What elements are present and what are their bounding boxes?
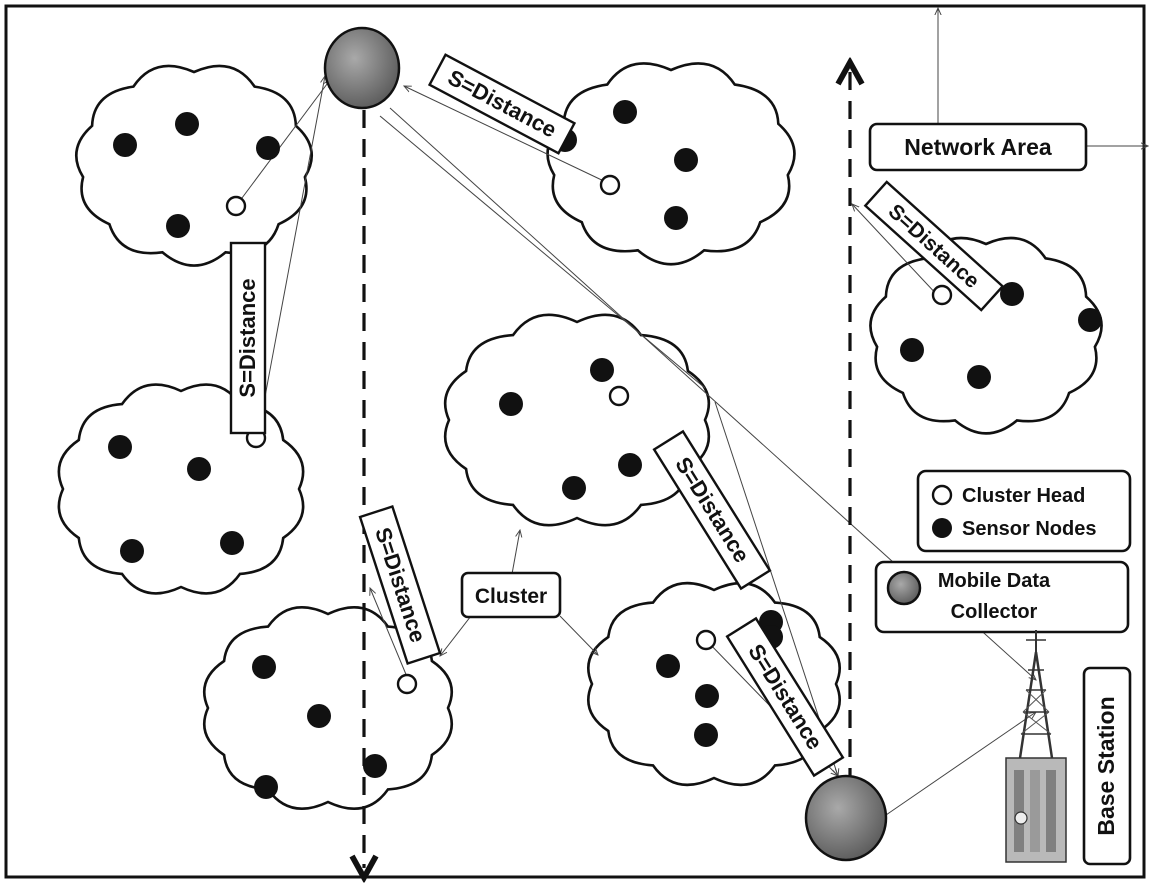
legend-collector-line1: Mobile Data — [938, 570, 1051, 592]
base-station-text: Base Station — [1093, 696, 1119, 835]
sensor-node-icon — [967, 365, 991, 389]
distance-label: S=Distance — [652, 429, 772, 591]
sensor-node-icon — [175, 112, 199, 136]
sensor-node-icon — [254, 775, 278, 799]
sensor-node-icon — [618, 453, 642, 477]
distance-label: S=Distance — [229, 241, 267, 435]
cluster-clouds — [57, 62, 1103, 810]
distance-label-text: S=Distance — [444, 65, 561, 143]
sensor-node-icon — [932, 518, 952, 538]
sensor-node-icon — [166, 214, 190, 238]
cluster-head-icon — [608, 385, 630, 407]
sensor-node-icon — [694, 723, 718, 747]
cluster-cloud-icon — [75, 64, 313, 267]
cluster-cloud-icon — [57, 383, 305, 595]
connection-lines — [235, 8, 1148, 816]
cluster-head-icon — [396, 673, 418, 695]
legend-sensor-nodes: Sensor Nodes — [962, 518, 1096, 540]
sensor-node-icon — [499, 392, 523, 416]
sensor-node-icon — [664, 206, 688, 230]
sensor-node-icon — [108, 435, 132, 459]
mobile-data-collector-icon — [886, 570, 922, 606]
sensor-node-icon — [120, 539, 144, 563]
sensor-node-icon — [656, 654, 680, 678]
sensor-node-icon — [220, 531, 244, 555]
base-station-label: Base Station — [1082, 666, 1132, 866]
cluster-cloud-icon — [443, 313, 711, 527]
distance-label-text: S=Distance — [670, 453, 754, 567]
sensor-node-icon — [256, 136, 280, 160]
sensor-node-icon — [307, 704, 331, 728]
legend-collector-line2: Collector — [951, 601, 1038, 623]
sensor-node-icon — [363, 754, 387, 778]
sensor-node-icon — [1078, 308, 1102, 332]
cluster-head-icon — [931, 484, 953, 506]
cluster-head-icon — [695, 629, 717, 651]
network-area-text: Network Area — [904, 134, 1052, 160]
legend-cluster-head: Cluster Head — [962, 485, 1085, 507]
sensor-node-icon — [562, 476, 586, 500]
sensor-node-icon — [187, 457, 211, 481]
sensor-node-icon — [1000, 282, 1024, 306]
sensor-node-icon — [674, 148, 698, 172]
cluster-label: Cluster — [460, 571, 562, 619]
mobile-data-collector-icon — [323, 26, 401, 110]
sensor-node-icon — [900, 338, 924, 362]
network-frame — [4, 4, 1146, 879]
cluster-cloud-icon — [546, 62, 796, 266]
mobile-data-collector-icon — [804, 774, 888, 862]
legend-collector: Mobile Data Collector — [874, 560, 1130, 634]
cluster-head-icon — [225, 195, 247, 217]
sensor-node-icon — [113, 133, 137, 157]
distance-label: S=Distance — [427, 53, 577, 155]
cluster-head-icon — [599, 174, 621, 196]
sensor-node-icon — [695, 684, 719, 708]
sensor-node-icon — [613, 100, 637, 124]
cluster-cloud-icon — [869, 236, 1103, 435]
legend-nodes: Cluster Head Sensor Nodes — [916, 469, 1132, 553]
cluster-label-text: Cluster — [475, 585, 547, 608]
cluster-head-icon — [931, 284, 953, 306]
sensor-node-icon — [590, 358, 614, 382]
base-station-tower-icon — [1005, 630, 1067, 863]
network-area-label: Network Area — [868, 122, 1088, 172]
distance-label-text: S=Distance — [235, 278, 260, 397]
sensor-node-icon — [252, 655, 276, 679]
